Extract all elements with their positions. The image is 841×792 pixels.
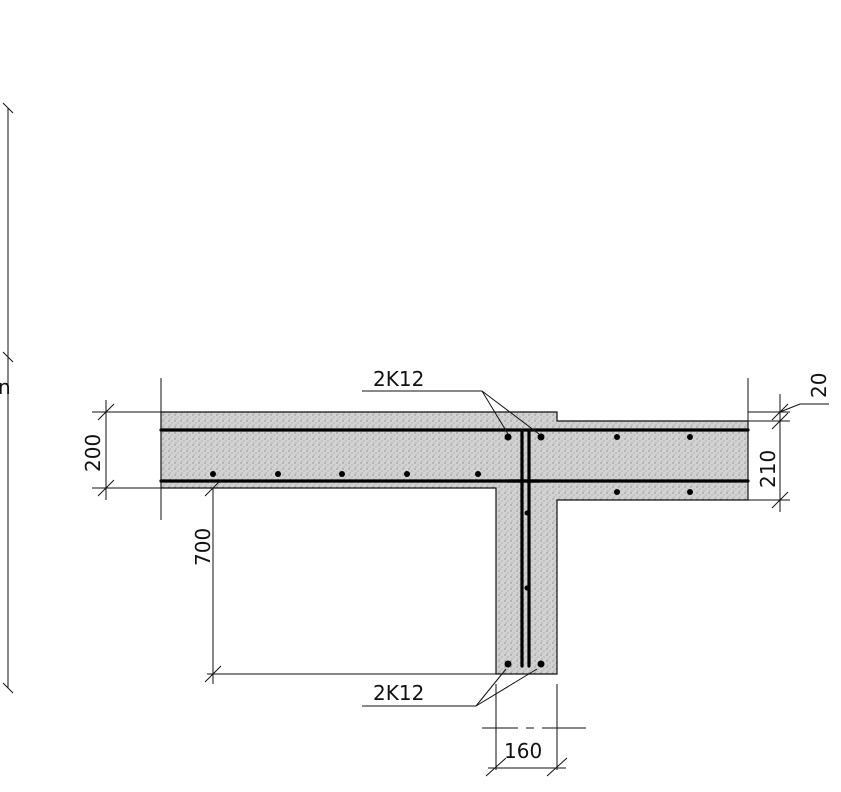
dim-beam-drop: 700 xyxy=(191,479,496,684)
bottom-rebar-callout: 2K12 xyxy=(362,668,538,707)
rebar-dot xyxy=(475,471,481,477)
concrete-section xyxy=(160,411,749,675)
top-rebar-callout: 2K12 xyxy=(362,367,540,435)
rebar-dot xyxy=(275,471,281,477)
top-rebar-label: 2K12 xyxy=(373,367,424,391)
rebar-dot xyxy=(339,471,345,477)
rebar-dot xyxy=(524,510,530,516)
dim-label-200: 200 xyxy=(81,434,105,472)
reinforcement xyxy=(159,428,750,668)
rebar-dot xyxy=(687,489,693,495)
edge-fragment-text: n xyxy=(0,375,11,399)
rebar-dot xyxy=(504,660,512,668)
rebar-dot xyxy=(404,471,410,477)
rebar-dot xyxy=(537,660,545,668)
rebar-dot xyxy=(537,433,545,441)
dim-left-slab: 200 xyxy=(81,378,162,520)
dim-label-700: 700 xyxy=(191,528,215,566)
rebar-dot xyxy=(210,471,216,477)
rebar-dot xyxy=(614,489,620,495)
dim-right-slab: 20 210 xyxy=(747,373,831,512)
rebar-dot xyxy=(524,585,530,591)
left-edge-fragment: n xyxy=(0,102,14,694)
rebar-dot xyxy=(687,434,693,440)
rebar-dot xyxy=(614,434,620,440)
dim-rib-width: 160 xyxy=(482,684,586,777)
rebar-dot xyxy=(504,433,512,441)
bottom-rebar-label: 2K12 xyxy=(373,681,424,705)
dim-label-20: 20 xyxy=(807,373,831,398)
dim-label-160: 160 xyxy=(504,739,542,763)
dim-label-210: 210 xyxy=(756,450,780,488)
